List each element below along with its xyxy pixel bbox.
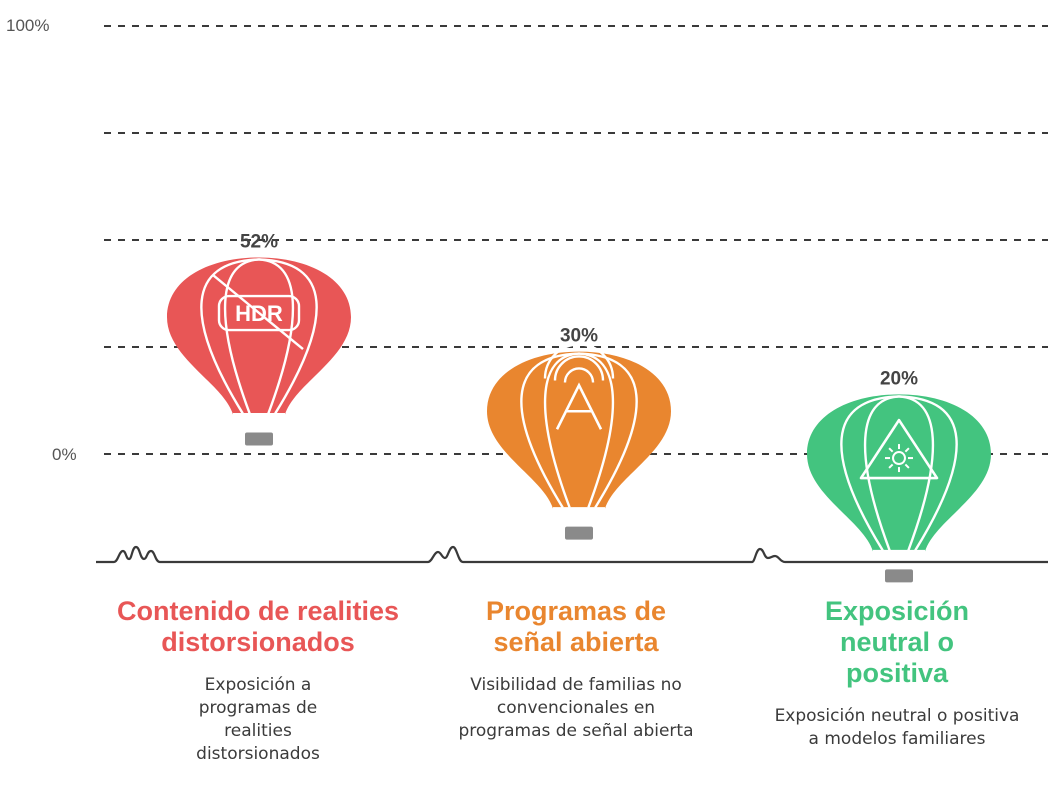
balloon-0: HDR [167,257,351,446]
category-description-0: Exposición a programas de realities dist… [196,675,320,764]
balloon-envelope-0 [167,257,351,415]
category-title-1: Programas de señal abierta [485,596,667,657]
category-description-1: Visibilidad de familias no convencionale… [458,675,694,741]
hdr-off-icon: HDR [212,274,304,351]
value-label-layer: 52% 30% 20% [240,231,918,389]
ground-line [96,545,1048,564]
y-tick-label-bottom: 0% [52,445,77,464]
balloon-basket-0 [245,432,273,446]
balloon-layer: HDR [167,257,991,583]
y-tick-label-top: 100% [6,16,49,35]
value-label-2: 20% [880,368,918,389]
category-description-2: Exposición neutral o positiva a modelos … [774,706,1020,749]
balloon-envelope-2 [807,394,991,552]
value-label-0: 52% [240,231,278,252]
category-block-2: Exposición neutral o positiva Exposición… [752,596,1042,751]
category-block-0: Contenido de realities distorsionados Ex… [108,596,408,766]
category-title-0: Contenido de realities distorsionados [116,596,400,657]
category-block-1: Programas de señal abierta Visibilidad d… [426,596,726,743]
balloon-envelope-1 [487,351,671,509]
antenna-icon [543,343,615,430]
balloon-2 [807,394,991,583]
category-title-2: Exposición neutral o positiva [824,596,970,688]
value-label-1: 30% [560,326,598,347]
tick-layer: 100% 0% [6,16,77,464]
balloon-1 [487,343,671,540]
balloon-basket-1 [565,526,593,540]
balloon-basket-2 [885,569,913,583]
sun-warning-icon [859,418,939,480]
